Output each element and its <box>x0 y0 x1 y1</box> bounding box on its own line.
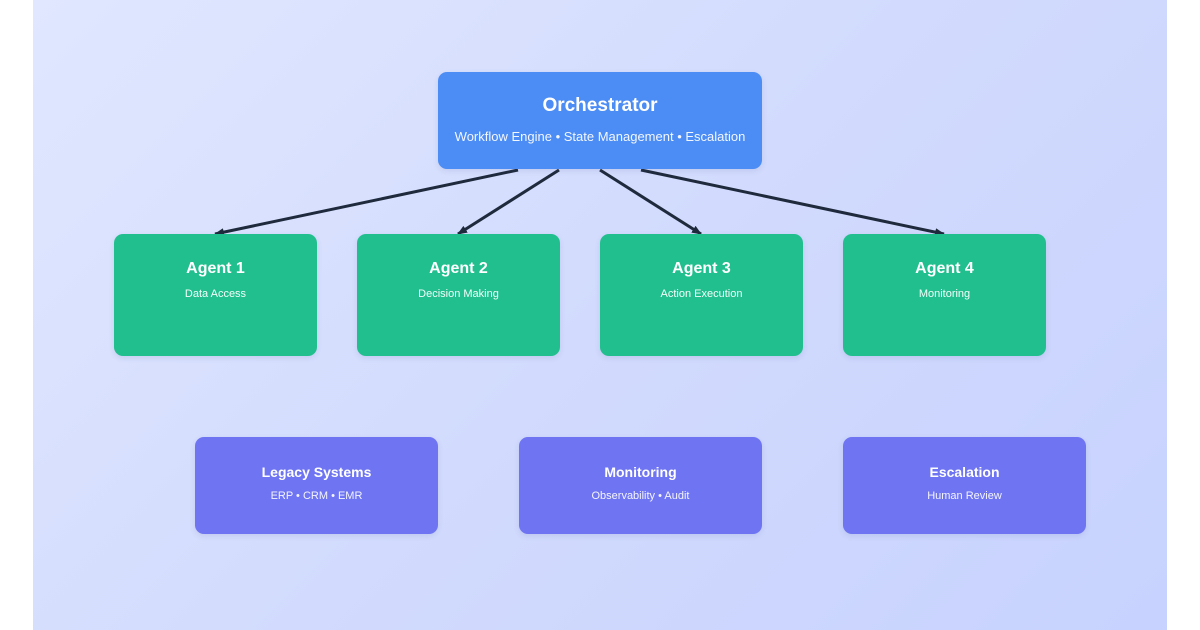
agent-2-subtitle: Decision Making <box>418 288 499 300</box>
agent-3-node[interactable]: Agent 3 Action Execution <box>600 234 803 356</box>
agent-2-node[interactable]: Agent 2 Decision Making <box>357 234 560 356</box>
agent-3-subtitle: Action Execution <box>660 288 743 300</box>
monitoring-node[interactable]: Monitoring Observability • Audit <box>519 437 762 534</box>
agent-1-subtitle: Data Access <box>184 288 247 300</box>
legacy-systems-node[interactable]: Legacy Systems ERP • CRM • EMR <box>195 437 438 534</box>
arrow-orchestrator-to-agent-1 <box>214 168 519 237</box>
arrow-orchestrator-to-agent-3 <box>599 168 702 236</box>
monitoring-subtitle: Observability • Audit <box>591 490 690 502</box>
escalation-subtitle: Human Review <box>927 490 1002 502</box>
agent-1-title: Agent 1 <box>186 260 245 277</box>
agent-4-title: Agent 4 <box>915 260 974 277</box>
diagram-canvas: Orchestrator Workflow Engine • State Man… <box>33 0 1167 630</box>
orchestrator-title: Orchestrator <box>542 95 658 116</box>
agent-3-title: Agent 3 <box>672 260 731 277</box>
agent-2-title: Agent 2 <box>429 260 488 277</box>
orchestrator-subtitle: Workflow Engine • State Management • Esc… <box>454 129 746 144</box>
agent-4-subtitle: Monitoring <box>918 288 971 300</box>
escalation-node[interactable]: Escalation Human Review <box>843 437 1086 534</box>
monitoring-title: Monitoring <box>604 464 677 480</box>
arrow-orchestrator-to-agent-4 <box>640 168 945 237</box>
arrow-orchestrator-to-agent-2 <box>457 168 560 236</box>
orchestrator-node[interactable]: Orchestrator Workflow Engine • State Man… <box>438 72 762 169</box>
legacy-systems-title: Legacy Systems <box>261 464 372 480</box>
escalation-title: Escalation <box>929 464 1000 480</box>
agent-1-node[interactable]: Agent 1 Data Access <box>114 234 317 356</box>
legacy-systems-subtitle: ERP • CRM • EMR <box>270 490 363 502</box>
agent-4-node[interactable]: Agent 4 Monitoring <box>843 234 1046 356</box>
